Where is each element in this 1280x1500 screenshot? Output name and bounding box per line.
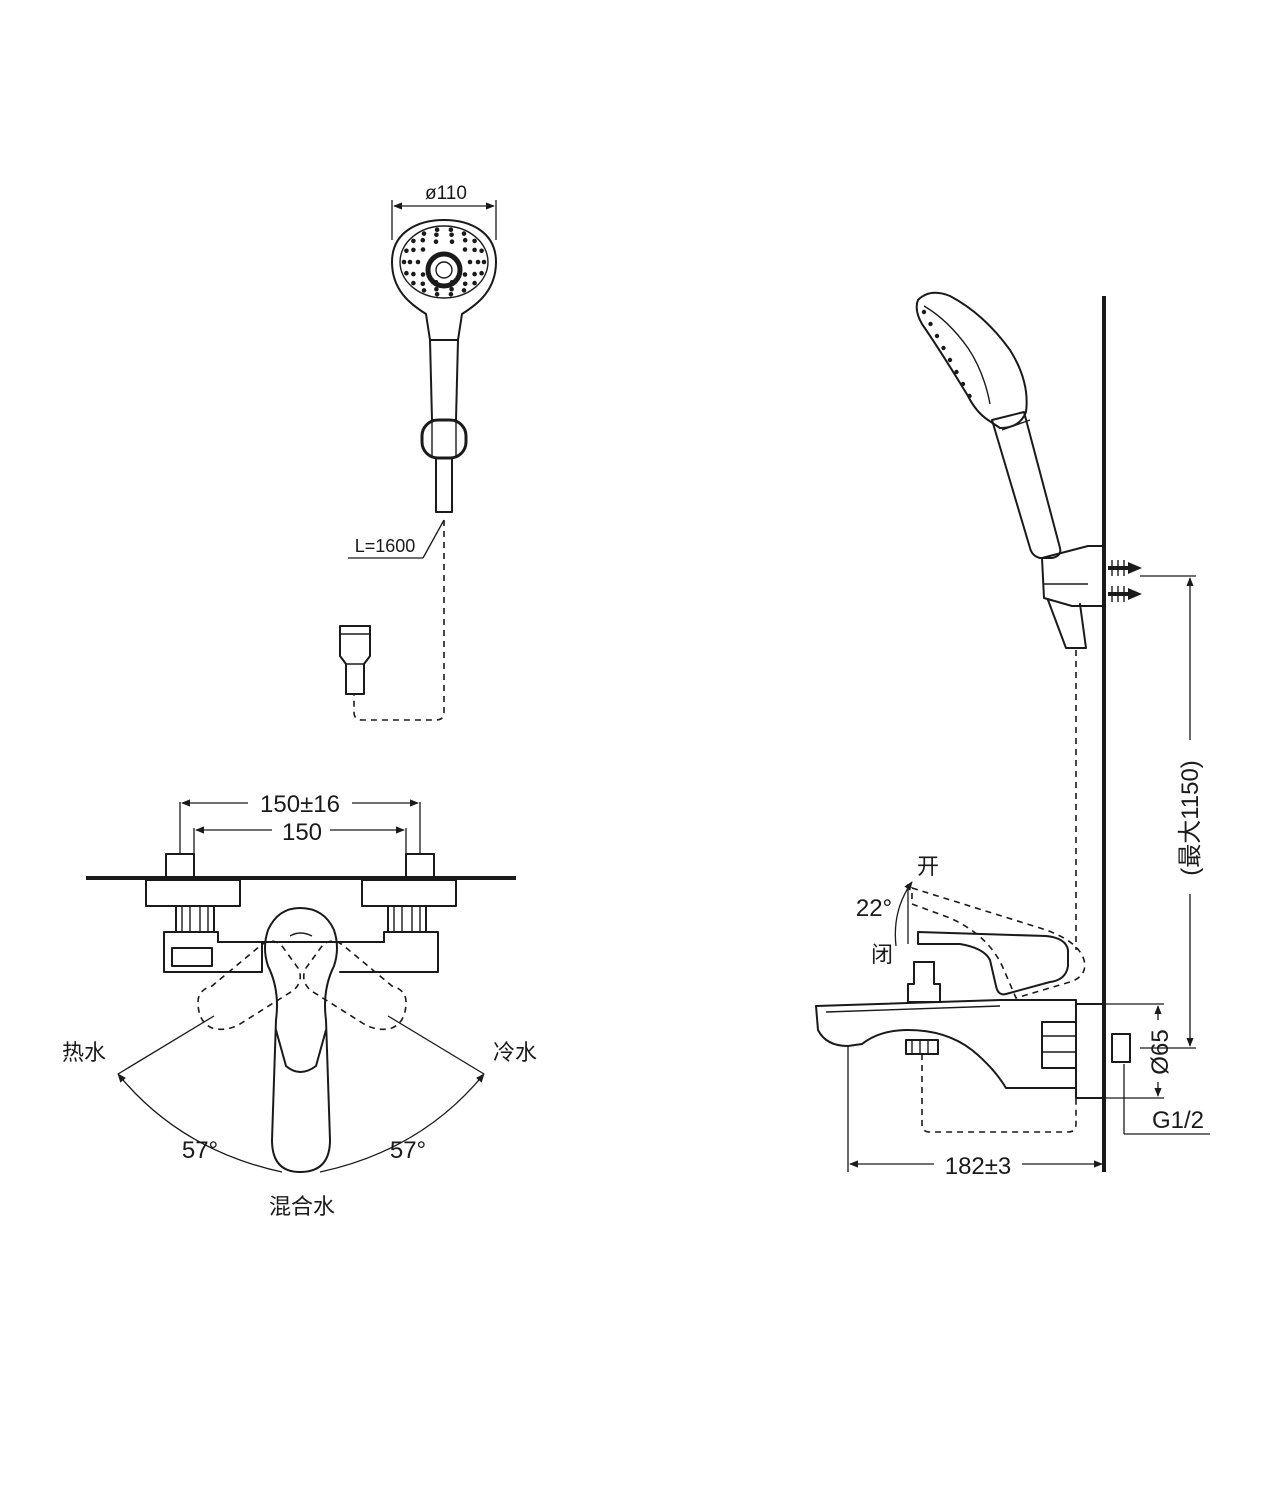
nozzle-dot <box>411 238 416 244</box>
escutcheon-left <box>145 879 241 907</box>
max-height-label: (最大1150) <box>1177 760 1204 876</box>
side-nozzle-dot <box>928 321 933 327</box>
nozzle-dot <box>448 227 454 232</box>
handshower-plan-view: ø110 L=1600 <box>339 183 497 721</box>
holder-bracket <box>420 418 468 460</box>
lever-open-position <box>911 886 1086 999</box>
nozzle-dot <box>411 271 416 277</box>
lever-handle <box>264 907 338 1173</box>
hot-water-label: 热水 <box>62 1040 106 1065</box>
lever-cold-position <box>302 940 407 1031</box>
diverter-knob <box>907 961 941 1003</box>
cold-water-label: 冷水 <box>493 1040 537 1065</box>
side-nozzles <box>921 309 972 399</box>
nozzle-dot <box>434 227 440 232</box>
faucet-side-view: (最大1150) 开 22° 闭 Ø65 <box>815 291 1210 1180</box>
thread-label: G1/2 <box>1152 1107 1204 1134</box>
nozzle-dot <box>420 281 426 287</box>
wall-screws <box>1108 560 1142 602</box>
nozzle-dot <box>449 239 455 244</box>
lever-closed <box>917 931 1069 996</box>
nozzle-dot <box>449 232 454 238</box>
close-label: 闭 <box>871 942 893 967</box>
open-label: 开 <box>917 854 939 879</box>
shower-head-side <box>915 291 1028 429</box>
shower-head-outline <box>391 219 497 341</box>
projection-label: 182±3 <box>945 1153 1012 1180</box>
nozzle-dot <box>420 247 426 252</box>
spacing-nominal-label: 150 <box>282 819 322 846</box>
nozzle-dot <box>462 237 468 243</box>
nozzle-dot <box>411 280 416 286</box>
side-nozzle-dot <box>967 393 972 399</box>
head-diameter-label: ø110 <box>425 183 467 204</box>
side-nozzle-dot <box>941 345 946 351</box>
nozzle-dot <box>462 272 468 277</box>
nozzle-dot <box>434 232 439 238</box>
faucet-front-view: 150±16 150 <box>62 791 537 1219</box>
cold-angle-label: 57° <box>390 1137 426 1164</box>
hose-connector <box>339 625 371 695</box>
nozzle-dot <box>433 239 439 244</box>
nozzle-dot <box>415 259 421 265</box>
nozzle-dot <box>475 259 481 265</box>
spacing-tolerance-label: 150±16 <box>260 791 340 818</box>
hose-length-label: L=1600 <box>355 536 416 556</box>
nozzle-dot <box>479 270 484 276</box>
lever-hot-position <box>197 940 302 1031</box>
nozzle-dot <box>481 259 487 265</box>
nozzle-dot <box>421 288 427 293</box>
lever-angle-label: 22° <box>856 895 892 922</box>
side-nozzle-dot <box>947 357 953 363</box>
nozzle-pattern <box>401 227 487 297</box>
nozzle-dot <box>448 292 454 297</box>
outlet-diameter-label: Ø65 <box>1147 1029 1174 1074</box>
nozzle-dot <box>421 231 427 236</box>
nozzle-dot <box>472 271 477 277</box>
nozzle-dot <box>467 259 473 265</box>
nozzle-dot <box>411 247 416 253</box>
nozzle-dot <box>434 292 440 297</box>
nozzle-dot <box>462 247 468 252</box>
hot-angle-arc <box>117 1073 283 1173</box>
side-nozzle-dot <box>921 309 927 315</box>
aerator <box>905 1039 939 1055</box>
side-nozzle-dot <box>934 333 940 339</box>
nozzle-dot <box>401 259 407 265</box>
shower-handle-side <box>991 411 1062 559</box>
nozzle-dot <box>472 280 477 286</box>
nozzle-dot <box>420 237 426 243</box>
nozzle-dot <box>472 247 477 253</box>
nozzle-dot <box>461 231 467 236</box>
nozzle-dot <box>462 281 468 287</box>
hose-dashed <box>353 520 445 721</box>
nozzle-dot <box>449 286 454 292</box>
side-nozzle-dot <box>960 381 966 387</box>
hot-angle-label: 57° <box>182 1137 218 1164</box>
wall-bracket <box>1041 545 1105 607</box>
side-nozzle-dot <box>954 369 959 375</box>
side-escutcheon <box>1075 1003 1105 1099</box>
nozzle-dot <box>420 272 426 277</box>
nozzle-dot <box>461 288 467 293</box>
nozzle-dot <box>479 248 484 254</box>
dashed-water-path <box>921 1054 1077 1133</box>
nozzle-dot <box>404 270 409 276</box>
nozzle-dot <box>407 259 413 265</box>
nozzle-dot <box>404 248 409 254</box>
nozzle-dot <box>472 238 477 244</box>
spout-body <box>815 999 1077 1089</box>
mixed-water-label: 混合水 <box>269 1194 335 1219</box>
cold-angle-arc <box>319 1073 485 1173</box>
escutcheon-right <box>361 879 457 907</box>
shower-handle <box>429 339 459 421</box>
nozzle-dot <box>434 286 439 292</box>
